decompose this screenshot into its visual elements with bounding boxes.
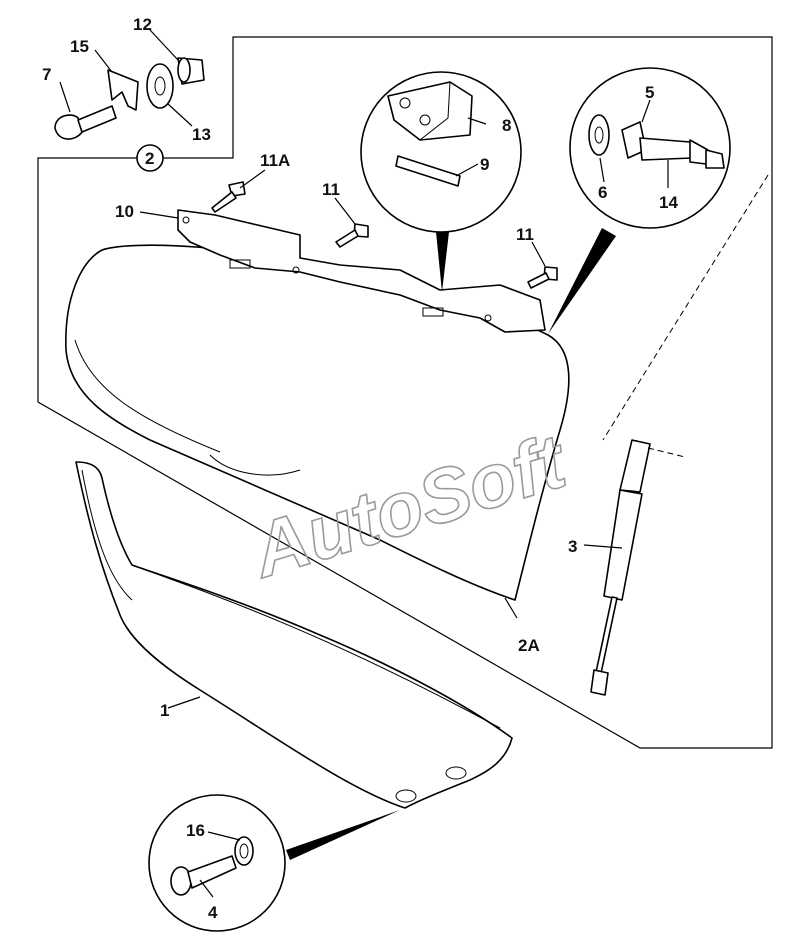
callout-12: 12 bbox=[133, 15, 152, 34]
callout-10: 10 bbox=[115, 202, 134, 221]
callout-8: 8 bbox=[502, 116, 511, 135]
screw-part-11-middle bbox=[335, 223, 369, 248]
callout-3: 3 bbox=[568, 537, 577, 556]
screw-part-11-right bbox=[527, 266, 558, 289]
detail-circle-5-6-14 bbox=[548, 67, 731, 334]
callout-11-middle: 11 bbox=[322, 180, 340, 199]
fastener-set-top-left bbox=[54, 57, 205, 140]
callout-6: 6 bbox=[598, 183, 607, 202]
bin-part-1 bbox=[75, 461, 513, 809]
callout-15: 15 bbox=[70, 37, 89, 56]
callout-9: 9 bbox=[480, 155, 489, 174]
callout-7: 7 bbox=[42, 65, 51, 84]
callout-circle-2 bbox=[136, 144, 164, 172]
callout-5: 5 bbox=[645, 83, 654, 102]
callout-1: 1 bbox=[160, 701, 169, 720]
callout-11a: 11A bbox=[260, 151, 290, 170]
callout-11-right: 11 bbox=[516, 225, 534, 244]
callout-4: 4 bbox=[208, 903, 218, 922]
callout-14: 14 bbox=[659, 193, 678, 212]
bracket-part-10 bbox=[177, 209, 546, 333]
detail-circle-8-9 bbox=[360, 71, 522, 292]
gas-strut-part-3 bbox=[590, 174, 769, 696]
callout-13: 13 bbox=[192, 125, 211, 144]
screw-part-11a bbox=[211, 181, 246, 213]
callout-2: 2 bbox=[145, 149, 154, 168]
callout-2a: 2A bbox=[518, 636, 540, 655]
assembly-boundary bbox=[37, 36, 773, 749]
detail-circle-4-16 bbox=[148, 794, 400, 932]
callout-16: 16 bbox=[186, 821, 205, 840]
